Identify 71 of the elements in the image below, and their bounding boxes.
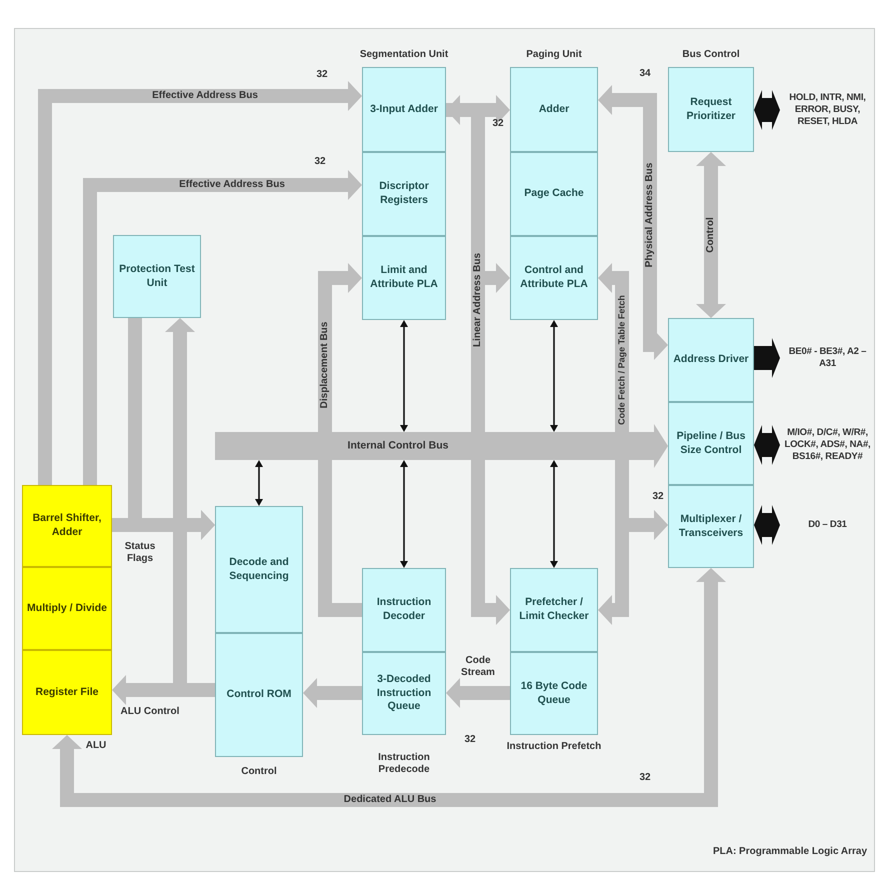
alu-unit-box: Barrel Shifter, Adder (22, 485, 112, 567)
unit-box: Discriptor Registers (362, 152, 446, 236)
unit-box: Adder (510, 67, 598, 152)
unit-box: Prefetcher / Limit Checker (510, 568, 598, 652)
control-arrow (550, 460, 558, 568)
unit-box: Multiplexer / Transceivers (668, 485, 754, 568)
unit-box: 3-Input Adder (362, 67, 446, 152)
edge-label: Code Stream (460, 655, 496, 679)
edge-label: Physical Address Bus (644, 162, 656, 268)
group-label: Paging Unit (526, 49, 582, 61)
signal-arrow (754, 425, 780, 465)
unit-box: Request Prioritizer (668, 67, 754, 152)
unit-box: Address Driver (668, 318, 754, 402)
unit-box: Protection Test Unit (113, 235, 201, 318)
edge-label: Effective Address Bus (152, 90, 258, 102)
bus-arrow (446, 678, 510, 708)
footnote-label: PLA: Programmable Logic Array (712, 846, 868, 858)
signal-list: BE0# - BE3#, A2 – A31 (780, 336, 875, 380)
edge-label: Internal Control Bus (348, 440, 448, 452)
bus-arrow (318, 263, 362, 617)
group-label: Control (241, 766, 277, 778)
alu-unit-box: Register File (22, 650, 112, 735)
unit-box: 16 Byte Code Queue (510, 652, 598, 735)
edge-label: Linear Address Bus (472, 252, 484, 348)
signal-list: HOLD, INTR, NMI, ERROR, BUSY, RESET, HLDA (780, 78, 875, 142)
control-arrow (400, 460, 408, 568)
bus-width-label: 32 (639, 772, 651, 784)
signal-arrow (754, 90, 780, 130)
bus-arrow (598, 510, 668, 625)
control-arrow (255, 460, 263, 506)
signal-arrow (754, 338, 780, 378)
bus-width-label: 34 (639, 68, 651, 80)
control-arrow (400, 320, 408, 432)
bus-arrow (598, 85, 668, 360)
edge-label: Code Fetch / Page Table Fetch (616, 295, 628, 425)
bus-width-label: 32 (492, 118, 504, 130)
group-label: Instruction Prefetch (506, 741, 602, 753)
bus-width-label: 32 (464, 734, 476, 746)
control-arrow (550, 320, 558, 432)
unit-box: Page Cache (510, 152, 598, 236)
signal-arrow (754, 505, 780, 545)
group-label: Segmentation Unit (360, 49, 448, 61)
bus-arrow (215, 424, 668, 468)
edge-label: Status Flags (124, 541, 156, 565)
unit-box: Limit and Attribute PLA (362, 236, 446, 320)
edge-label: Displacement Bus (319, 322, 331, 408)
unit-box: Control ROM (215, 633, 303, 757)
bus-width-label: 32 (316, 69, 328, 81)
bus-width-label: 32 (652, 491, 664, 503)
bus-arrow (128, 318, 215, 540)
unit-box: Decode and Sequencing (215, 506, 303, 633)
signal-list: D0 – D31 (780, 512, 875, 538)
unit-box: Instruction Decoder (362, 568, 446, 652)
bus-arrow (696, 152, 726, 318)
edge-label: Effective Address Bus (179, 179, 285, 191)
signal-list: M/IO#, D/C#, W/R#, LOCK#, ADS#, NA#, BS16#, READY# (780, 402, 875, 488)
group-label: Instruction Predecode (377, 752, 431, 776)
bus-width-label: 32 (314, 156, 326, 168)
edge-label: ALU Control (120, 706, 180, 718)
group-label: ALU (86, 740, 106, 752)
edge-label: Dedicated ALU Bus (344, 794, 436, 806)
unit-box: Pipeline / Bus Size Control (668, 402, 754, 485)
group-label: Bus Control (682, 49, 740, 61)
edge-label: Control (705, 217, 717, 253)
unit-box: 3-Decoded Instruction Queue (362, 652, 446, 735)
bus-arrow (52, 568, 726, 807)
unit-box: Control and Attribute PLA (510, 236, 598, 320)
alu-unit-box: Multiply / Divide (22, 567, 112, 650)
bus-arrow (38, 81, 362, 485)
bus-arrow (83, 170, 362, 485)
bus-arrow (303, 678, 362, 708)
